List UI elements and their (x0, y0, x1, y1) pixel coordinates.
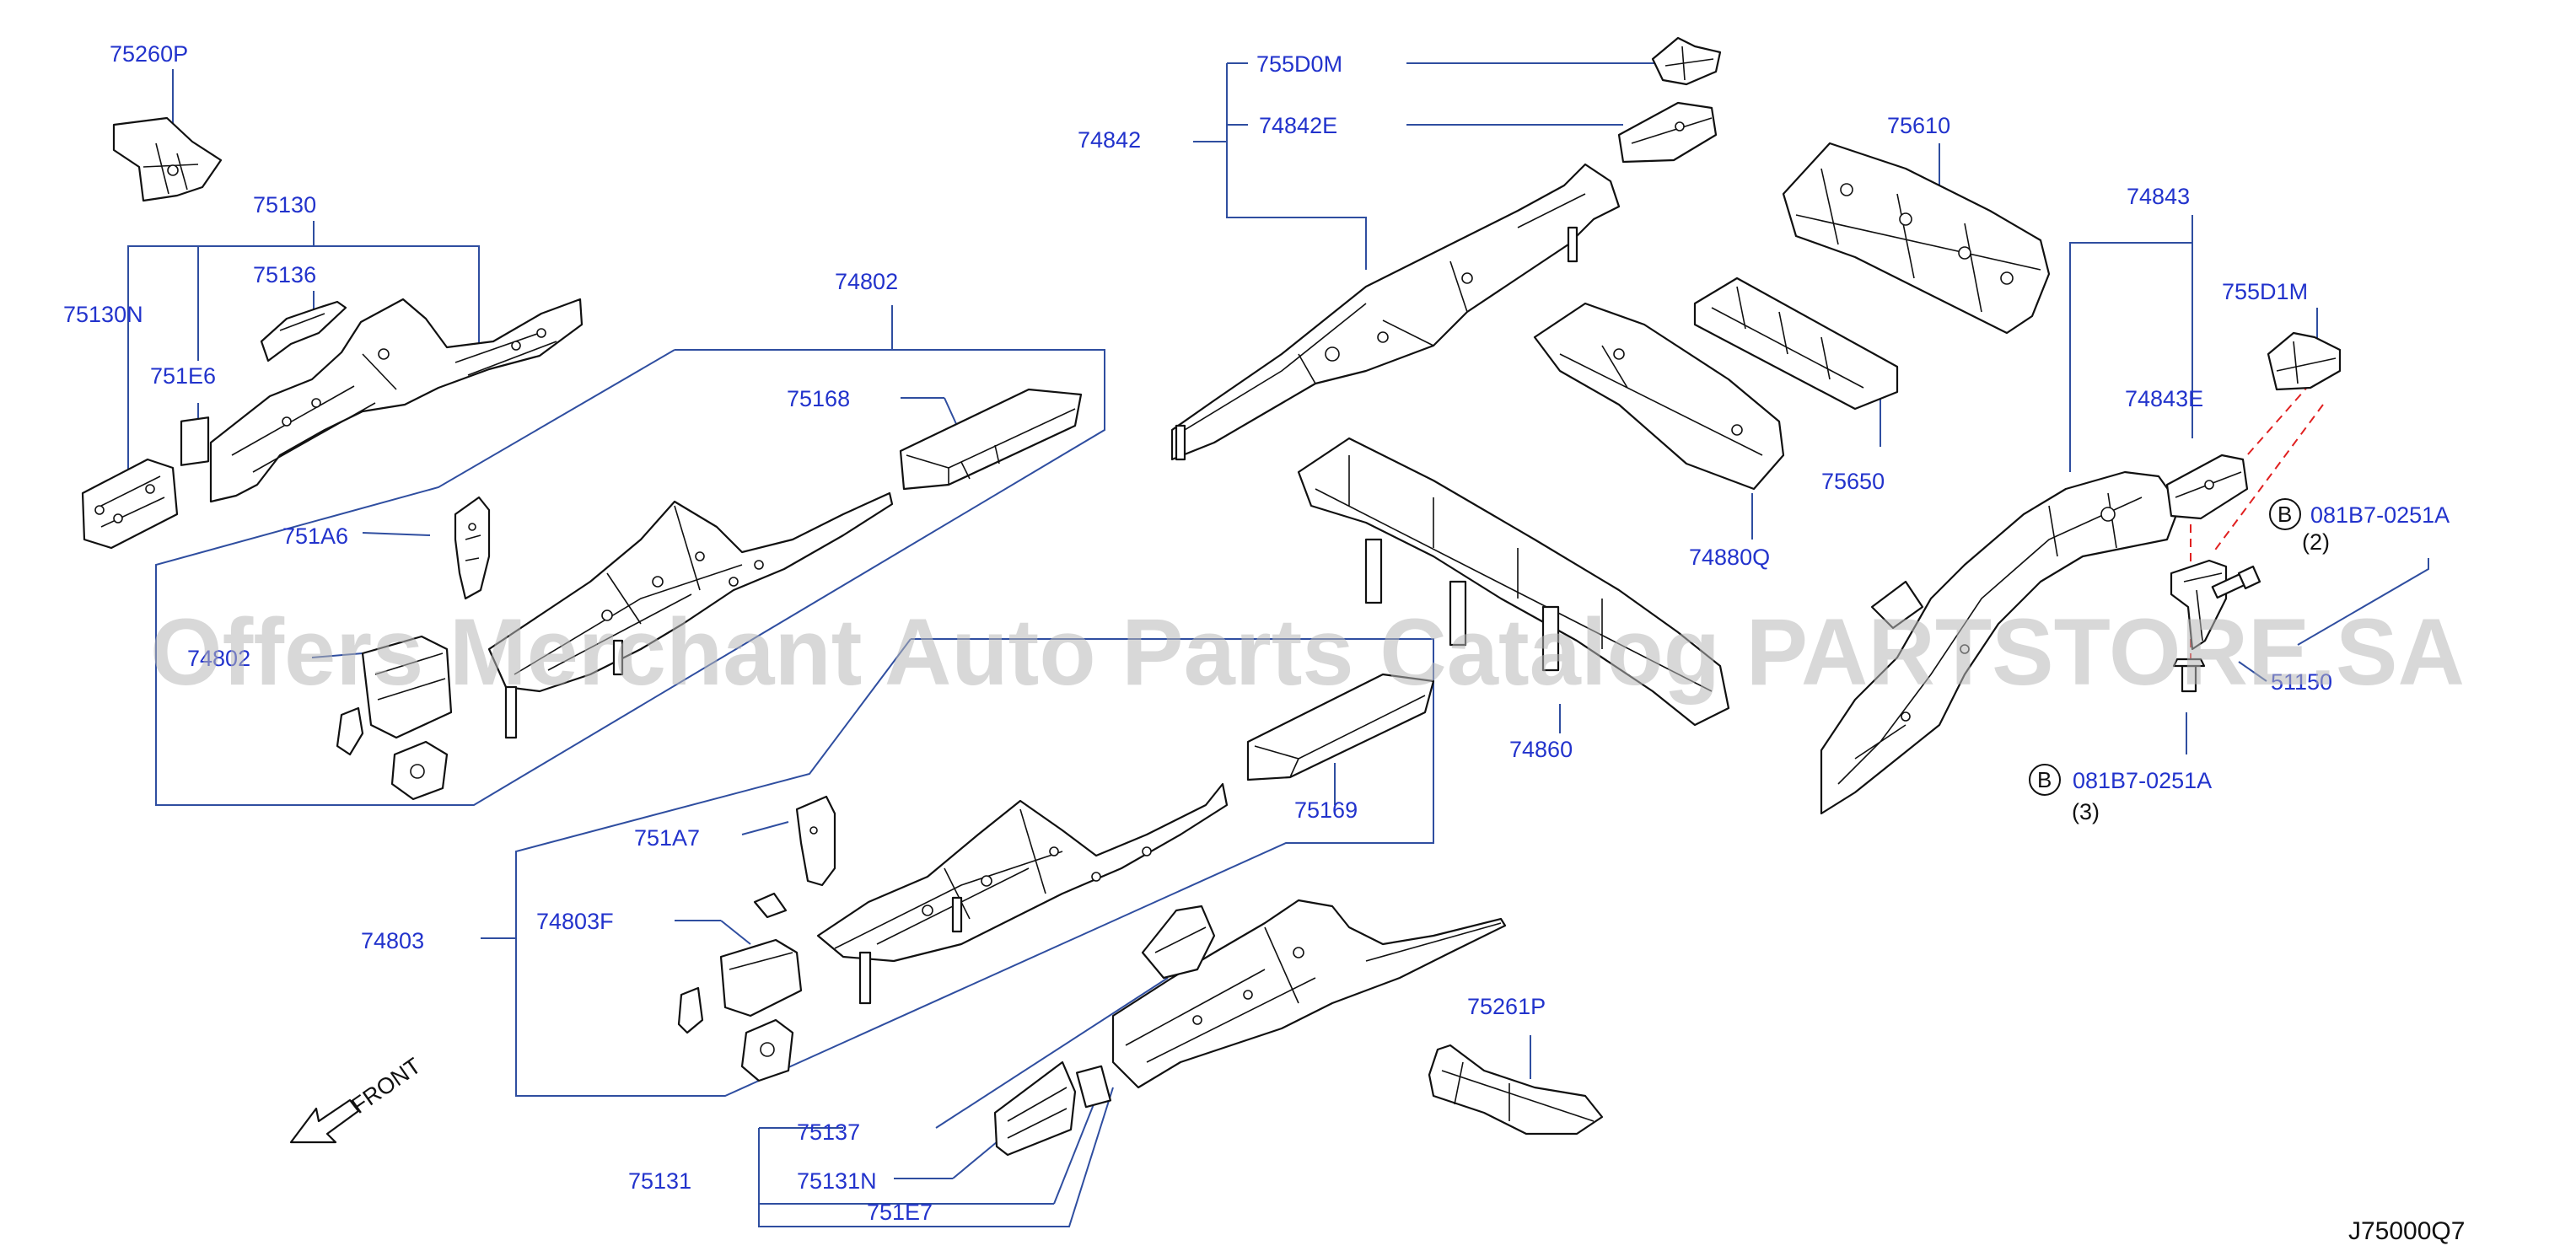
diagram-code: J75000Q7 (2348, 1217, 2465, 1245)
part-75169[interactable] (1246, 673, 1435, 781)
part-74803F[interactable] (677, 938, 803, 1082)
label-75130[interactable]: 75130 (253, 192, 316, 217)
label-751E6[interactable]: 751E6 (150, 363, 216, 389)
part-75131N[interactable] (993, 1060, 1077, 1157)
label-74802[interactable]: 74802 (835, 269, 898, 294)
label-74802-lower[interactable]: 74802 (187, 646, 250, 671)
part-74880Q[interactable] (1533, 302, 1785, 491)
label-75136[interactable]: 75136 (253, 262, 316, 287)
part-74842E[interactable] (1617, 101, 1718, 164)
label-75610[interactable]: 75610 (1887, 113, 1950, 138)
label-75130N[interactable]: 75130N (63, 302, 143, 327)
label-75131N[interactable]: 75131N (797, 1168, 877, 1194)
label-74843[interactable]: 74843 (2127, 184, 2190, 209)
label-qty-2: (2) (2302, 529, 2330, 555)
part-755D1M[interactable] (2267, 331, 2342, 391)
callout-labels: 75260P 75130 75136 75130N 751E6 74802 75… (63, 41, 2450, 1225)
bolt-081B7-0251A-lower[interactable] (2172, 658, 2206, 693)
part-74802-bracket[interactable] (336, 635, 453, 801)
part-75137[interactable] (1141, 905, 1216, 980)
part-75261P[interactable] (1428, 1044, 1604, 1136)
front-label: FRONT (347, 1053, 425, 1119)
part-51150[interactable] (2170, 559, 2228, 651)
front-arrow (289, 1098, 360, 1144)
bolt-marker-upper-text: B (2278, 502, 2292, 527)
part-751A6[interactable] (454, 496, 491, 600)
label-75650[interactable]: 75650 (1821, 469, 1885, 494)
part-75130[interactable] (209, 298, 583, 503)
bolt-marker-lower-text: B (2037, 767, 2052, 792)
label-751A6[interactable]: 751A6 (282, 523, 348, 549)
part-75168[interactable] (899, 388, 1083, 491)
part-75130N[interactable] (81, 458, 179, 550)
part-75610[interactable] (1782, 142, 2051, 335)
part-74842[interactable] (1170, 163, 1621, 461)
label-74842E[interactable]: 74842E (1259, 113, 1337, 138)
label-751E7[interactable]: 751E7 (867, 1200, 933, 1225)
label-74842[interactable]: 74842 (1078, 127, 1141, 153)
part-75131[interactable] (1111, 899, 1507, 1089)
part-74860[interactable] (1297, 437, 1730, 727)
part-751E7[interactable] (1075, 1065, 1112, 1109)
part-75650[interactable] (1693, 277, 1899, 411)
part-74843E[interactable] (2165, 454, 2249, 520)
label-75137[interactable]: 75137 (797, 1119, 860, 1145)
label-75131[interactable]: 75131 (628, 1168, 691, 1194)
label-751A7[interactable]: 751A7 (634, 825, 700, 851)
label-51150[interactable]: 51150 (2271, 669, 2332, 695)
watermark: Offers Merchant Auto Parts Catalog PARTS… (150, 599, 2465, 705)
label-74803[interactable]: 74803 (361, 928, 424, 953)
label-75168[interactable]: 75168 (787, 386, 850, 411)
label-74880Q[interactable]: 74880Q (1689, 545, 1770, 570)
label-081B7-0251A-lower[interactable]: 081B7-0251A (2073, 768, 2212, 793)
bolt-081B7-0251A-upper[interactable] (2211, 565, 2261, 599)
label-081B7-0251A-upper[interactable]: 081B7-0251A (2310, 502, 2450, 528)
label-75261P[interactable]: 75261P (1467, 994, 1546, 1019)
label-74843E[interactable]: 74843E (2125, 386, 2203, 411)
label-75260P[interactable]: 75260P (110, 41, 188, 67)
bolt-marker-lower: B (2029, 764, 2061, 796)
label-74803F[interactable]: 74803F (536, 909, 614, 934)
part-755D0M[interactable] (1651, 36, 1722, 86)
label-75169[interactable]: 75169 (1294, 797, 1358, 823)
bolt-marker-upper: B (2269, 498, 2301, 530)
part-75136[interactable] (260, 300, 347, 362)
label-qty-3: (3) (2072, 799, 2100, 824)
part-74802[interactable] (487, 491, 894, 739)
label-755D0M[interactable]: 755D0M (1256, 51, 1342, 77)
part-74803[interactable] (816, 782, 1229, 1005)
part-751E6[interactable] (180, 416, 210, 466)
part-75260P[interactable] (112, 116, 223, 202)
label-74860[interactable]: 74860 (1509, 737, 1573, 762)
part-751A7[interactable] (753, 795, 836, 919)
label-755D1M[interactable]: 755D1M (2222, 279, 2308, 304)
